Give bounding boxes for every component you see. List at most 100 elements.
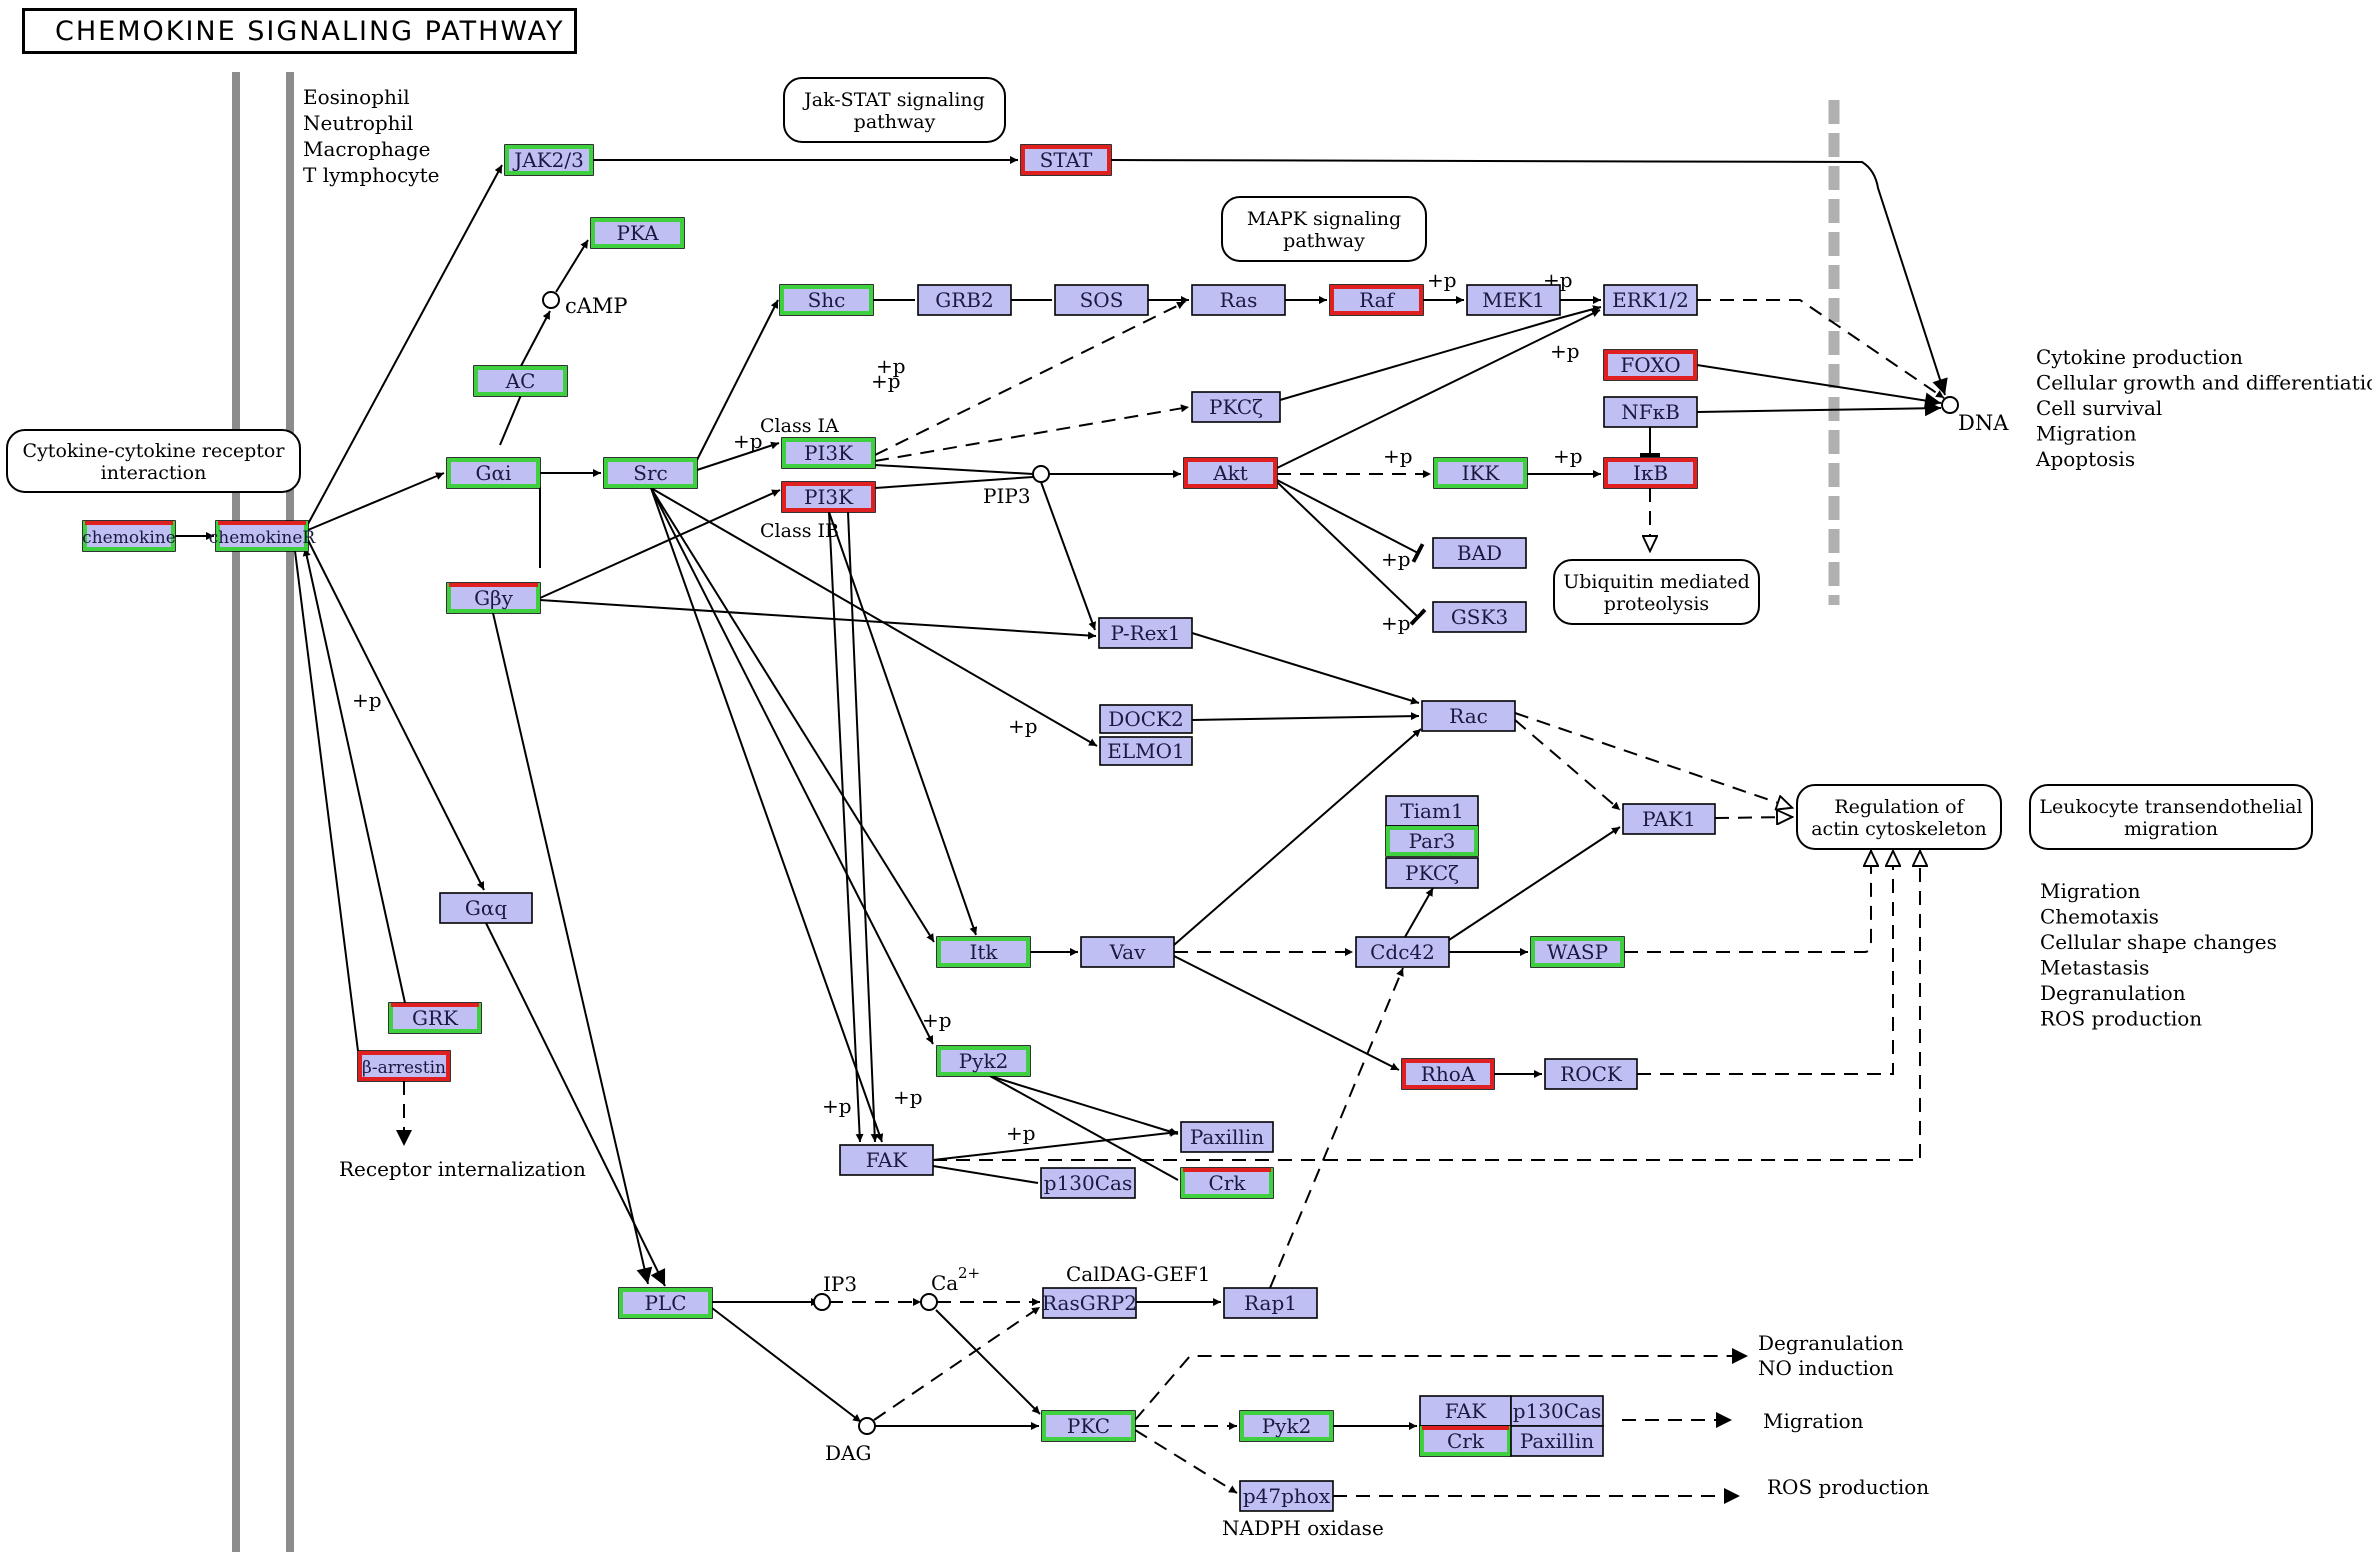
edge <box>650 487 935 943</box>
gene-crk2[interactable]: Crk <box>1419 1425 1512 1457</box>
gene-gaq[interactable]: Gαq <box>439 892 533 924</box>
gene-akt[interactable]: Akt <box>1183 457 1278 489</box>
gene-src[interactable]: Src <box>603 457 698 489</box>
gene-crk1[interactable]: Crk <box>1180 1167 1274 1199</box>
gene-pkcz2[interactable]: PKCζ <box>1385 857 1479 889</box>
gene-rac[interactable]: Rac <box>1421 700 1516 732</box>
gene-rasgrp2[interactable]: RasGRP2 <box>1042 1287 1137 1319</box>
gene-ras[interactable]: Ras <box>1191 284 1286 316</box>
gene-chemokine[interactable]: chemokine <box>82 520 176 552</box>
pathway-link-label: pathway <box>1283 230 1365 252</box>
gene-par3[interactable]: Par3 <box>1385 825 1479 857</box>
edge <box>1173 955 1400 1071</box>
gene-p47phox[interactable]: p47phox <box>1239 1480 1334 1512</box>
gene-nfkb[interactable]: NFκB <box>1603 396 1698 428</box>
label-degranulation: Degranulation <box>1758 1331 1904 1355</box>
gene-label: Pyk2 <box>1262 1414 1312 1438</box>
gene-label: Itk <box>969 940 998 964</box>
gene-wasp[interactable]: WASP <box>1530 936 1625 968</box>
gene-vav[interactable]: Vav <box>1080 936 1175 968</box>
gene-label: Raf <box>1359 288 1395 312</box>
edge <box>1134 1429 1238 1494</box>
gene-pkcz1[interactable]: PKCζ <box>1191 391 1281 423</box>
gene-prex1[interactable]: P-Rex1 <box>1098 617 1193 649</box>
compound-node <box>813 1293 831 1311</box>
gene-fak1[interactable]: FAK <box>839 1144 934 1176</box>
gene-sos[interactable]: SOS <box>1054 284 1149 316</box>
gene-barr[interactable]: β-arrestin <box>357 1050 451 1082</box>
gene-plc[interactable]: PLC <box>618 1287 713 1319</box>
gene-bad[interactable]: BAD <box>1432 537 1527 569</box>
gene-p130cas2[interactable]: p130Cas <box>1510 1395 1604 1427</box>
gene-pi3k1[interactable]: PI3K <box>781 437 876 469</box>
gene-itk[interactable]: Itk <box>936 936 1031 968</box>
gene-stat[interactable]: STAT <box>1020 144 1112 176</box>
gene-ikk[interactable]: IKK <box>1433 457 1528 489</box>
gene-p130cas1[interactable]: p130Cas <box>1040 1167 1136 1199</box>
gene-gsk3[interactable]: GSK3 <box>1432 601 1527 633</box>
gene-mek1[interactable]: MEK1 <box>1466 284 1561 316</box>
label-phosphorylation: +p <box>876 354 906 378</box>
gene-pkc[interactable]: PKC <box>1041 1410 1136 1442</box>
gene-pi3k2[interactable]: PI3K <box>781 481 876 513</box>
gene-dock2[interactable]: DOCK2 <box>1099 704 1193 734</box>
gene-fak2[interactable]: FAK <box>1419 1395 1512 1427</box>
label-phosphorylation: +p <box>1381 611 1411 635</box>
gene-raf[interactable]: Raf <box>1329 284 1424 316</box>
edge <box>1514 719 1621 811</box>
gene-rap1[interactable]: Rap1 <box>1223 1287 1318 1319</box>
edge <box>1624 850 1871 953</box>
label-camp: cAMP <box>565 294 628 318</box>
gene-label: ELMO1 <box>1107 739 1184 763</box>
label-ros-production: ROS production <box>1767 1475 1929 1499</box>
gene-pka[interactable]: PKA <box>590 217 685 249</box>
pathway-link-label: migration <box>2124 818 2218 840</box>
gene-erk[interactable]: ERK1/2 <box>1603 284 1698 316</box>
gene-cdc42[interactable]: Cdc42 <box>1355 936 1450 968</box>
edge <box>555 239 589 293</box>
pathway-link-label: pathway <box>854 111 936 133</box>
gene-paxillin1[interactable]: Paxillin <box>1180 1121 1274 1153</box>
gene-label: BAD <box>1457 541 1502 565</box>
label-ca: Ca <box>931 1271 958 1295</box>
gene-gby[interactable]: Gβy <box>446 582 541 614</box>
gene-foxo[interactable]: FOXO <box>1603 349 1698 381</box>
gene-pyk2a[interactable]: Pyk2 <box>936 1045 1031 1077</box>
gene-pyk2b[interactable]: Pyk2 <box>1239 1410 1334 1442</box>
pathway-link-label: Jak-STAT signaling <box>802 89 985 111</box>
gene-grk[interactable]: GRK <box>388 1002 482 1034</box>
gene-label: MEK1 <box>1482 288 1545 312</box>
gene-gai[interactable]: Gαi <box>446 457 541 489</box>
gene-paxillin2[interactable]: Paxillin <box>1510 1425 1604 1457</box>
edge <box>1637 850 1893 1075</box>
gene-rhoa[interactable]: RhoA <box>1401 1058 1495 1090</box>
label-migration: Migration <box>1763 1409 1864 1433</box>
edge <box>1276 479 1425 563</box>
gene-label: Cdc42 <box>1370 940 1435 964</box>
gene-tiam1[interactable]: Tiam1 <box>1385 795 1479 827</box>
gene-label: PI3K <box>804 485 854 509</box>
gene-label: p47phox <box>1243 1484 1331 1508</box>
gene-pak1[interactable]: PAK1 <box>1622 803 1716 835</box>
gene-ikb[interactable]: IκB <box>1603 457 1698 489</box>
gene-shc[interactable]: Shc <box>779 284 874 316</box>
gene-ac[interactable]: AC <box>473 365 568 397</box>
gene-grb2[interactable]: GRB2 <box>917 284 1012 316</box>
gene-jak[interactable]: JAK2/3 <box>504 144 594 176</box>
edge <box>1173 728 1422 946</box>
gene-elmo1[interactable]: ELMO1 <box>1099 736 1193 766</box>
gene-chemokineR[interactable]: chemokineR <box>209 520 317 552</box>
edge <box>828 511 978 936</box>
gene-label: PKCζ <box>1405 861 1459 885</box>
gene-label: chemokineR <box>209 528 317 548</box>
compound-node <box>1032 465 1050 483</box>
gene-rock[interactable]: ROCK <box>1544 1058 1638 1090</box>
compound-node <box>858 1417 876 1435</box>
